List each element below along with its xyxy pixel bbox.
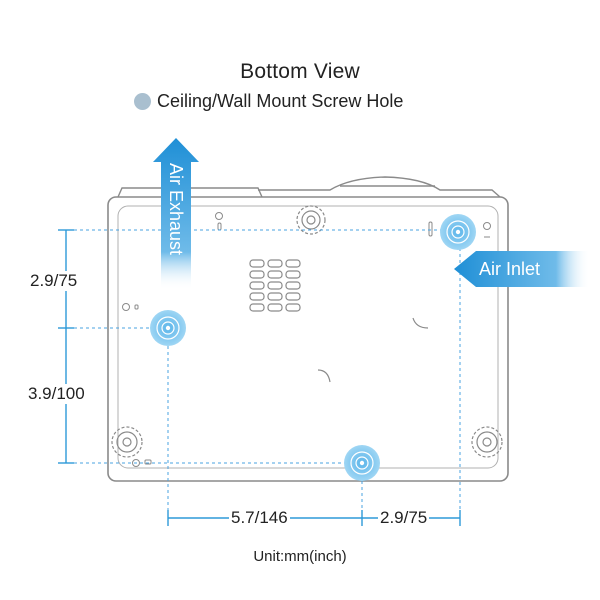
- air-inlet-arrow: Air Inlet: [454, 251, 590, 287]
- legend-label: Ceiling/Wall Mount Screw Hole: [157, 90, 404, 111]
- foot-top: [296, 205, 326, 235]
- small-screws: [122, 212, 491, 467]
- vertical-dimension-line: [58, 229, 74, 464]
- foot-right: [471, 426, 503, 458]
- projector-body-outline: [107, 196, 509, 482]
- dimension-vertical-upper: 2.9/75: [28, 271, 80, 291]
- dimension-horizontal-left: 5.7/146: [229, 508, 290, 528]
- dimension-horizontal-right: 2.9/75: [378, 508, 430, 528]
- foot-left: [111, 426, 143, 458]
- mount-screw-holes: [150, 214, 476, 481]
- screw-hole-bottom: [344, 445, 380, 481]
- legend: Ceiling/Wall Mount Screw Hole: [134, 90, 403, 112]
- projector-feet: [111, 205, 503, 458]
- body-corner-marks: [317, 317, 429, 383]
- reference-lines: [62, 229, 461, 522]
- diagram-title: Bottom View: [240, 60, 360, 83]
- screw-hole-legend-icon: [134, 92, 151, 110]
- screw-hole-left: [150, 310, 186, 346]
- unit-label: Unit:mm(inch): [253, 548, 347, 565]
- dimension-vertical-lower: 3.9/100: [26, 384, 87, 404]
- air-inlet-label: Air Inlet: [479, 259, 540, 279]
- screw-hole-top-right: [440, 214, 476, 250]
- air-exhaust-label: Air Exhaust: [166, 163, 186, 255]
- vent-grille: [249, 259, 301, 312]
- air-exhaust-arrow: Air Exhaust: [153, 138, 199, 290]
